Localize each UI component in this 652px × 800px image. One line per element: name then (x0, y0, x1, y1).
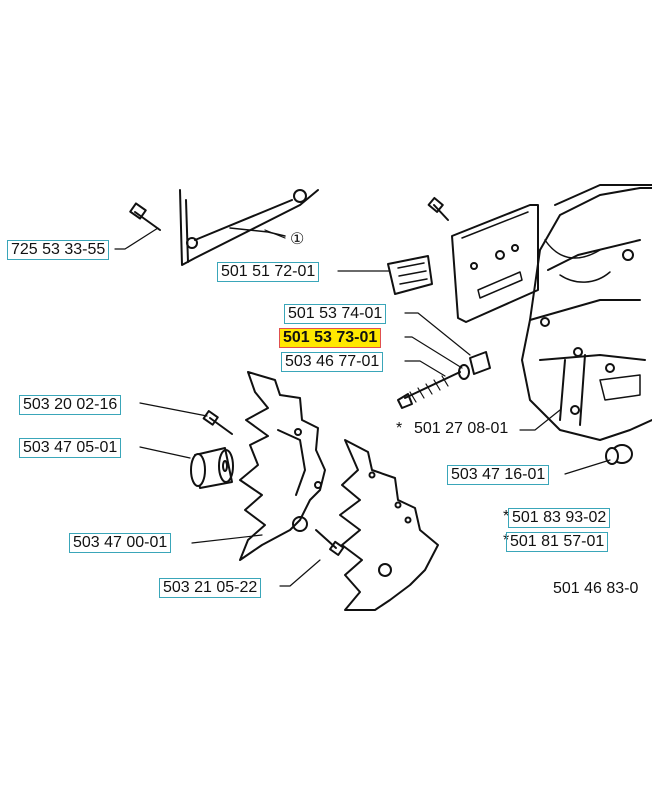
part-label-501-81-57-01[interactable]: 501 81 57-01 (506, 532, 609, 552)
part-label-501-27-08-01[interactable]: 501 27 08-01 (414, 420, 509, 437)
part-label-725-53-33-55[interactable]: 725 53 33-55 (7, 240, 110, 260)
part-label-503-20-02-16[interactable]: 503 20 02-16 (19, 395, 122, 415)
callout-marker: ① (290, 231, 305, 248)
screw-503-21-05-22 (315, 529, 345, 556)
part-label-501-51-72-01[interactable]: 501 51 72-01 (217, 262, 320, 282)
plug-503-47-16-01 (605, 444, 633, 465)
asterisk-mark: * (396, 420, 403, 437)
engine-housing (521, 184, 652, 441)
chain-catcher-block (387, 255, 433, 295)
callout-leader (264, 229, 286, 239)
asterisk-mark: * (503, 508, 510, 525)
screw-725-53-33-55 (129, 202, 161, 231)
guide-bar-plate (427, 196, 539, 323)
tensioner-screw (397, 351, 491, 409)
screw-503-20-02-16 (202, 410, 233, 435)
part-label-501-53-74-01[interactable]: 501 53 74-01 (284, 304, 387, 324)
part-label-501-53-73-01-highlighted[interactable]: 501 53 73-01 (279, 328, 382, 348)
cover-plate-fragment (179, 189, 319, 266)
damper-503-47-05-01 (190, 447, 234, 489)
part-label-503-47-16-01[interactable]: 503 47 16-01 (447, 465, 550, 485)
leader-lines (114, 227, 611, 587)
saw-chain (339, 439, 439, 611)
part-label-503-46-77-01[interactable]: 503 46 77-01 (281, 352, 384, 372)
part-label-503-47-00-01[interactable]: 503 47 00-01 (69, 533, 172, 553)
sprocket-drive (239, 371, 326, 561)
part-label-501-46-83[interactable]: 501 46 83-0 (553, 580, 639, 597)
part-label-503-47-05-01[interactable]: 503 47 05-01 (19, 438, 122, 458)
part-label-503-21-05-22[interactable]: 503 21 05-22 (159, 578, 262, 598)
part-label-501-83-93-02[interactable]: 501 83 93-02 (508, 508, 611, 528)
